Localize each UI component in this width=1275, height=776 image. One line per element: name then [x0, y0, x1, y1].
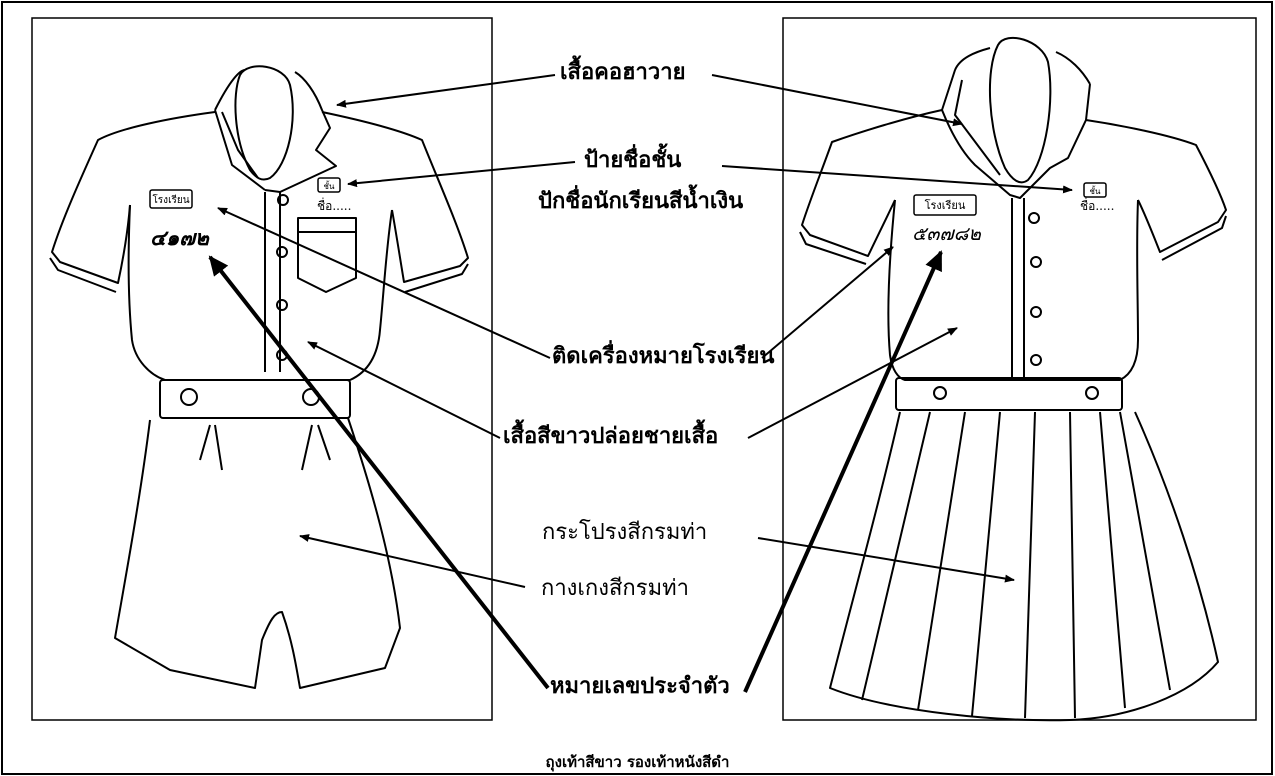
arrow-emblem-to-boy — [218, 208, 550, 358]
label-school-emblem: ติดเครื่องหมายโรงเรียน — [552, 346, 774, 368]
arrow-collar-to-girl — [712, 75, 962, 124]
girl-school-tag-text: โรงเรียน — [925, 198, 966, 212]
boy-uniform — [50, 66, 468, 688]
boy-neck-form — [235, 66, 292, 179]
caption-footwear: ถุงเท้าสีขาว รองเท้าหนังสีดำ — [0, 750, 1275, 774]
girl-class-tag-text: ชั้น — [1090, 185, 1101, 196]
arrow-number-to-boy — [210, 257, 548, 688]
arrow-nametag-to-boy — [348, 162, 575, 184]
label-skirt: กระโปรงสีกรมท่า — [542, 522, 707, 544]
boy-right-sleeve — [322, 112, 468, 282]
boy-name-field: ชื่อ..... — [317, 197, 351, 213]
girl-neck-form — [990, 38, 1050, 183]
arrow-number-to-girl — [745, 252, 941, 692]
boy-uniform-panel — [32, 18, 492, 720]
girl-uniform-panel — [783, 18, 1256, 720]
girl-name-field: ชื่อ..... — [1080, 197, 1114, 213]
boy-shorts — [115, 418, 400, 688]
student-number-arrows — [210, 252, 941, 692]
label-name-embroidery: ปักชื่อนักเรียนสีน้ำเงิน — [538, 191, 743, 213]
girl-uniform — [800, 38, 1226, 720]
boy-pocket — [298, 218, 356, 292]
label-white-shirt: เสื้อสีขาวปล่อยชายเสื้อ — [503, 426, 718, 448]
arrow-nametag-to-girl — [722, 166, 1072, 190]
girl-right-sleeve — [1086, 120, 1226, 252]
label-student-number: หมายเลขประจำตัว — [550, 676, 730, 698]
label-name-tag: ป้ายชื่อชั้น — [584, 150, 681, 172]
girl-waistband — [896, 378, 1122, 410]
boy-student-number: ๔๑๗๒ — [150, 225, 210, 250]
girl-skirt — [830, 412, 1218, 720]
girl-student-number: ๕๓๗๘๒ — [912, 223, 981, 245]
label-pants: กางเกงสีกรมท่า — [541, 578, 689, 600]
arrow-collar-to-boy — [337, 75, 555, 105]
boy-class-tag-text: ชั้น — [324, 180, 335, 191]
arrow-emblem-to-girl — [762, 247, 893, 358]
arrow-shirt-to-boy — [308, 342, 500, 438]
girl-collar — [942, 48, 1090, 198]
boy-school-tag-text: โรงเรียน — [152, 193, 189, 206]
label-collar-shirt: เสื้อคอฮาวาย — [560, 62, 685, 84]
